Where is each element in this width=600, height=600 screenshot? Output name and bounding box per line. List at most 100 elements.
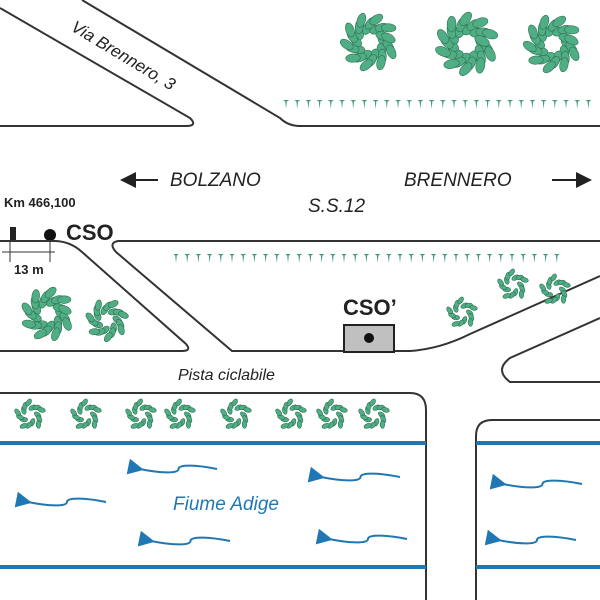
hedge-plant-icon	[329, 254, 336, 263]
tree-icon	[339, 12, 397, 72]
hedge-plant-icon	[184, 254, 191, 263]
hedge-plant-icon	[520, 254, 527, 263]
distance-label: 13 m	[14, 262, 44, 277]
hedge-plant-icon	[383, 100, 390, 109]
hedge-plant-icon	[574, 100, 581, 109]
hedge-plant-icon	[439, 100, 446, 109]
flow-arrow-icon	[315, 528, 408, 545]
hedge-plant-icon	[273, 254, 280, 263]
hedge-plant-icon	[551, 100, 558, 109]
flow-arrow-icon	[14, 491, 107, 508]
flow-arrows	[14, 458, 583, 547]
hedge-plant-icon	[475, 254, 482, 263]
hedge-plant-icon	[531, 254, 538, 263]
tree-icon	[522, 14, 580, 74]
bike-path-label: Pista ciclabile	[178, 367, 275, 384]
street-label: Via Brennero, 3	[68, 17, 179, 94]
hedge-plant-icon	[542, 254, 549, 263]
bike-path-edge-right	[475, 419, 600, 600]
via-brennero-edge-left	[0, 7, 195, 127]
km-post	[10, 227, 16, 240]
hedge-plant-icon	[327, 100, 334, 109]
hedge-plant-icon	[453, 254, 459, 263]
hedge-plant-icon	[484, 100, 491, 109]
hedge-plant-icon	[283, 100, 289, 109]
hedge-plant-icon	[307, 254, 314, 263]
tree-group-top	[339, 11, 580, 76]
tree-icon	[435, 11, 499, 76]
flow-arrow-icon	[137, 530, 231, 547]
flow-arrow-icon	[126, 458, 218, 475]
hedge-plant-icon	[563, 100, 569, 109]
hedge-plant-icon	[240, 254, 247, 263]
hedge-plant-icon	[464, 254, 471, 263]
cso-prime-point	[364, 333, 374, 343]
west-direction-label: BOLZANO	[170, 170, 261, 191]
tree-icon	[125, 398, 157, 429]
hedge-plant-icon	[318, 254, 325, 263]
km-marker-label: Km 466,100	[4, 195, 76, 210]
hedge-plant-icon	[495, 100, 502, 109]
hedge-plant-icon	[361, 100, 368, 109]
tree-group-bottom	[14, 398, 390, 429]
hedge-plant-icon	[341, 254, 347, 263]
hedge-plant-icon	[451, 100, 457, 109]
hedge-plant-icon	[585, 100, 592, 109]
hedge-plant-icon	[385, 254, 392, 263]
hedge-plant-icon	[206, 254, 213, 263]
tree-icon	[70, 398, 102, 429]
east-direction-label: BRENNERO	[404, 170, 512, 191]
hedge-plant-icon	[350, 100, 357, 109]
highway-label: S.S.12	[308, 196, 365, 217]
hedge-row-middle	[173, 254, 560, 263]
bike-path-edge-left	[0, 392, 427, 600]
hedge-plant-icon	[374, 254, 381, 263]
hedge-plant-icon	[316, 100, 323, 109]
flow-arrow-icon	[307, 466, 401, 483]
hedge-plant-icon	[296, 254, 303, 263]
hedge-plant-icon	[408, 254, 415, 263]
tree-icon	[446, 296, 478, 327]
hedge-plant-icon	[305, 100, 312, 109]
ss12-lower-edge-right	[111, 240, 600, 352]
hedge-plant-icon	[406, 100, 413, 109]
hedge-plant-icon	[372, 100, 379, 109]
hedge-plant-icon	[497, 254, 504, 263]
hedge-row-top	[283, 100, 592, 109]
hedge-plant-icon	[428, 100, 435, 109]
tree-icon	[358, 398, 390, 429]
tree-icon	[14, 398, 46, 429]
hedge-plant-icon	[352, 254, 359, 263]
hedge-plant-icon	[417, 100, 424, 109]
flow-arrow-icon	[489, 473, 583, 490]
hedge-plant-icon	[195, 254, 202, 263]
via-brennero-edge-right	[81, 0, 600, 127]
tree-icon	[275, 398, 307, 429]
hedge-plant-icon	[262, 254, 269, 263]
hedge-plant-icon	[419, 254, 426, 263]
hedge-plant-icon	[339, 100, 345, 109]
hedge-plant-icon	[430, 254, 437, 263]
ss12-lower-edge-left	[0, 240, 190, 352]
hedge-plant-icon	[363, 254, 370, 263]
tree-icon	[220, 398, 252, 429]
hedge-plant-icon	[173, 254, 179, 263]
river-label: Fiume Adige	[173, 494, 279, 515]
tree-group-middle	[21, 268, 571, 343]
hedge-plant-icon	[251, 254, 258, 263]
flow-arrow-icon	[484, 529, 577, 546]
hedge-plant-icon	[441, 254, 448, 263]
hedge-plant-icon	[553, 254, 560, 263]
hedge-plant-icon	[217, 254, 224, 263]
tree-icon	[164, 398, 196, 429]
hedge-plant-icon	[518, 100, 525, 109]
hedge-plant-icon	[294, 100, 301, 109]
cso-label: CSO	[66, 220, 114, 245]
hedge-plant-icon	[397, 254, 403, 263]
cso-point	[44, 229, 56, 241]
hedge-plant-icon	[462, 100, 469, 109]
hedge-plant-icon	[529, 100, 536, 109]
hedge-plant-icon	[486, 254, 493, 263]
cso-prime-label: CSO’	[343, 295, 397, 320]
